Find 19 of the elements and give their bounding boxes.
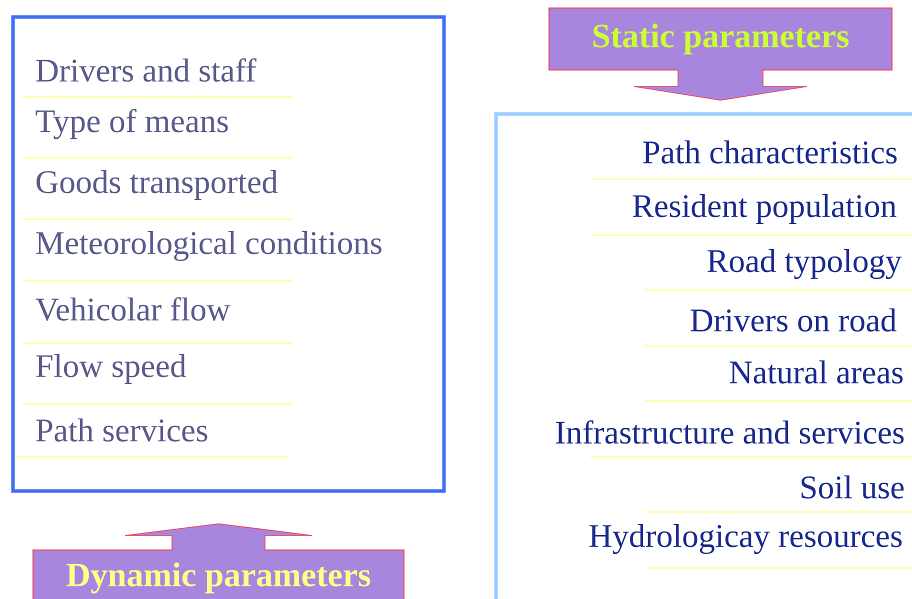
list-item: Drivers on road (690, 308, 896, 332)
list-item: Vehicolar flow (36, 297, 230, 321)
list-item: Resident population (632, 194, 896, 224)
list-item: Soil use (802, 475, 904, 499)
list-item: Path services (36, 418, 208, 442)
list-item: Meteorological conditions (36, 230, 382, 261)
list-item: Goods transported (36, 170, 278, 200)
list-item: Path characteristics (643, 140, 897, 164)
list-item: Hydrologicay resources (589, 524, 902, 554)
list-item: Type of means (36, 108, 228, 140)
list-item: Infrastructure and services (556, 420, 904, 444)
list-item: Flow speed (36, 354, 186, 384)
list-item: Natural areas (730, 360, 903, 384)
callout-box: Dynamic parameters (32, 550, 404, 599)
callout-box: Static parameters (548, 8, 892, 70)
list-item: Drivers and staff (36, 58, 256, 82)
block-arrow (124, 523, 312, 552)
block-arrow (634, 68, 808, 101)
list-item: Road typology (708, 248, 902, 279)
